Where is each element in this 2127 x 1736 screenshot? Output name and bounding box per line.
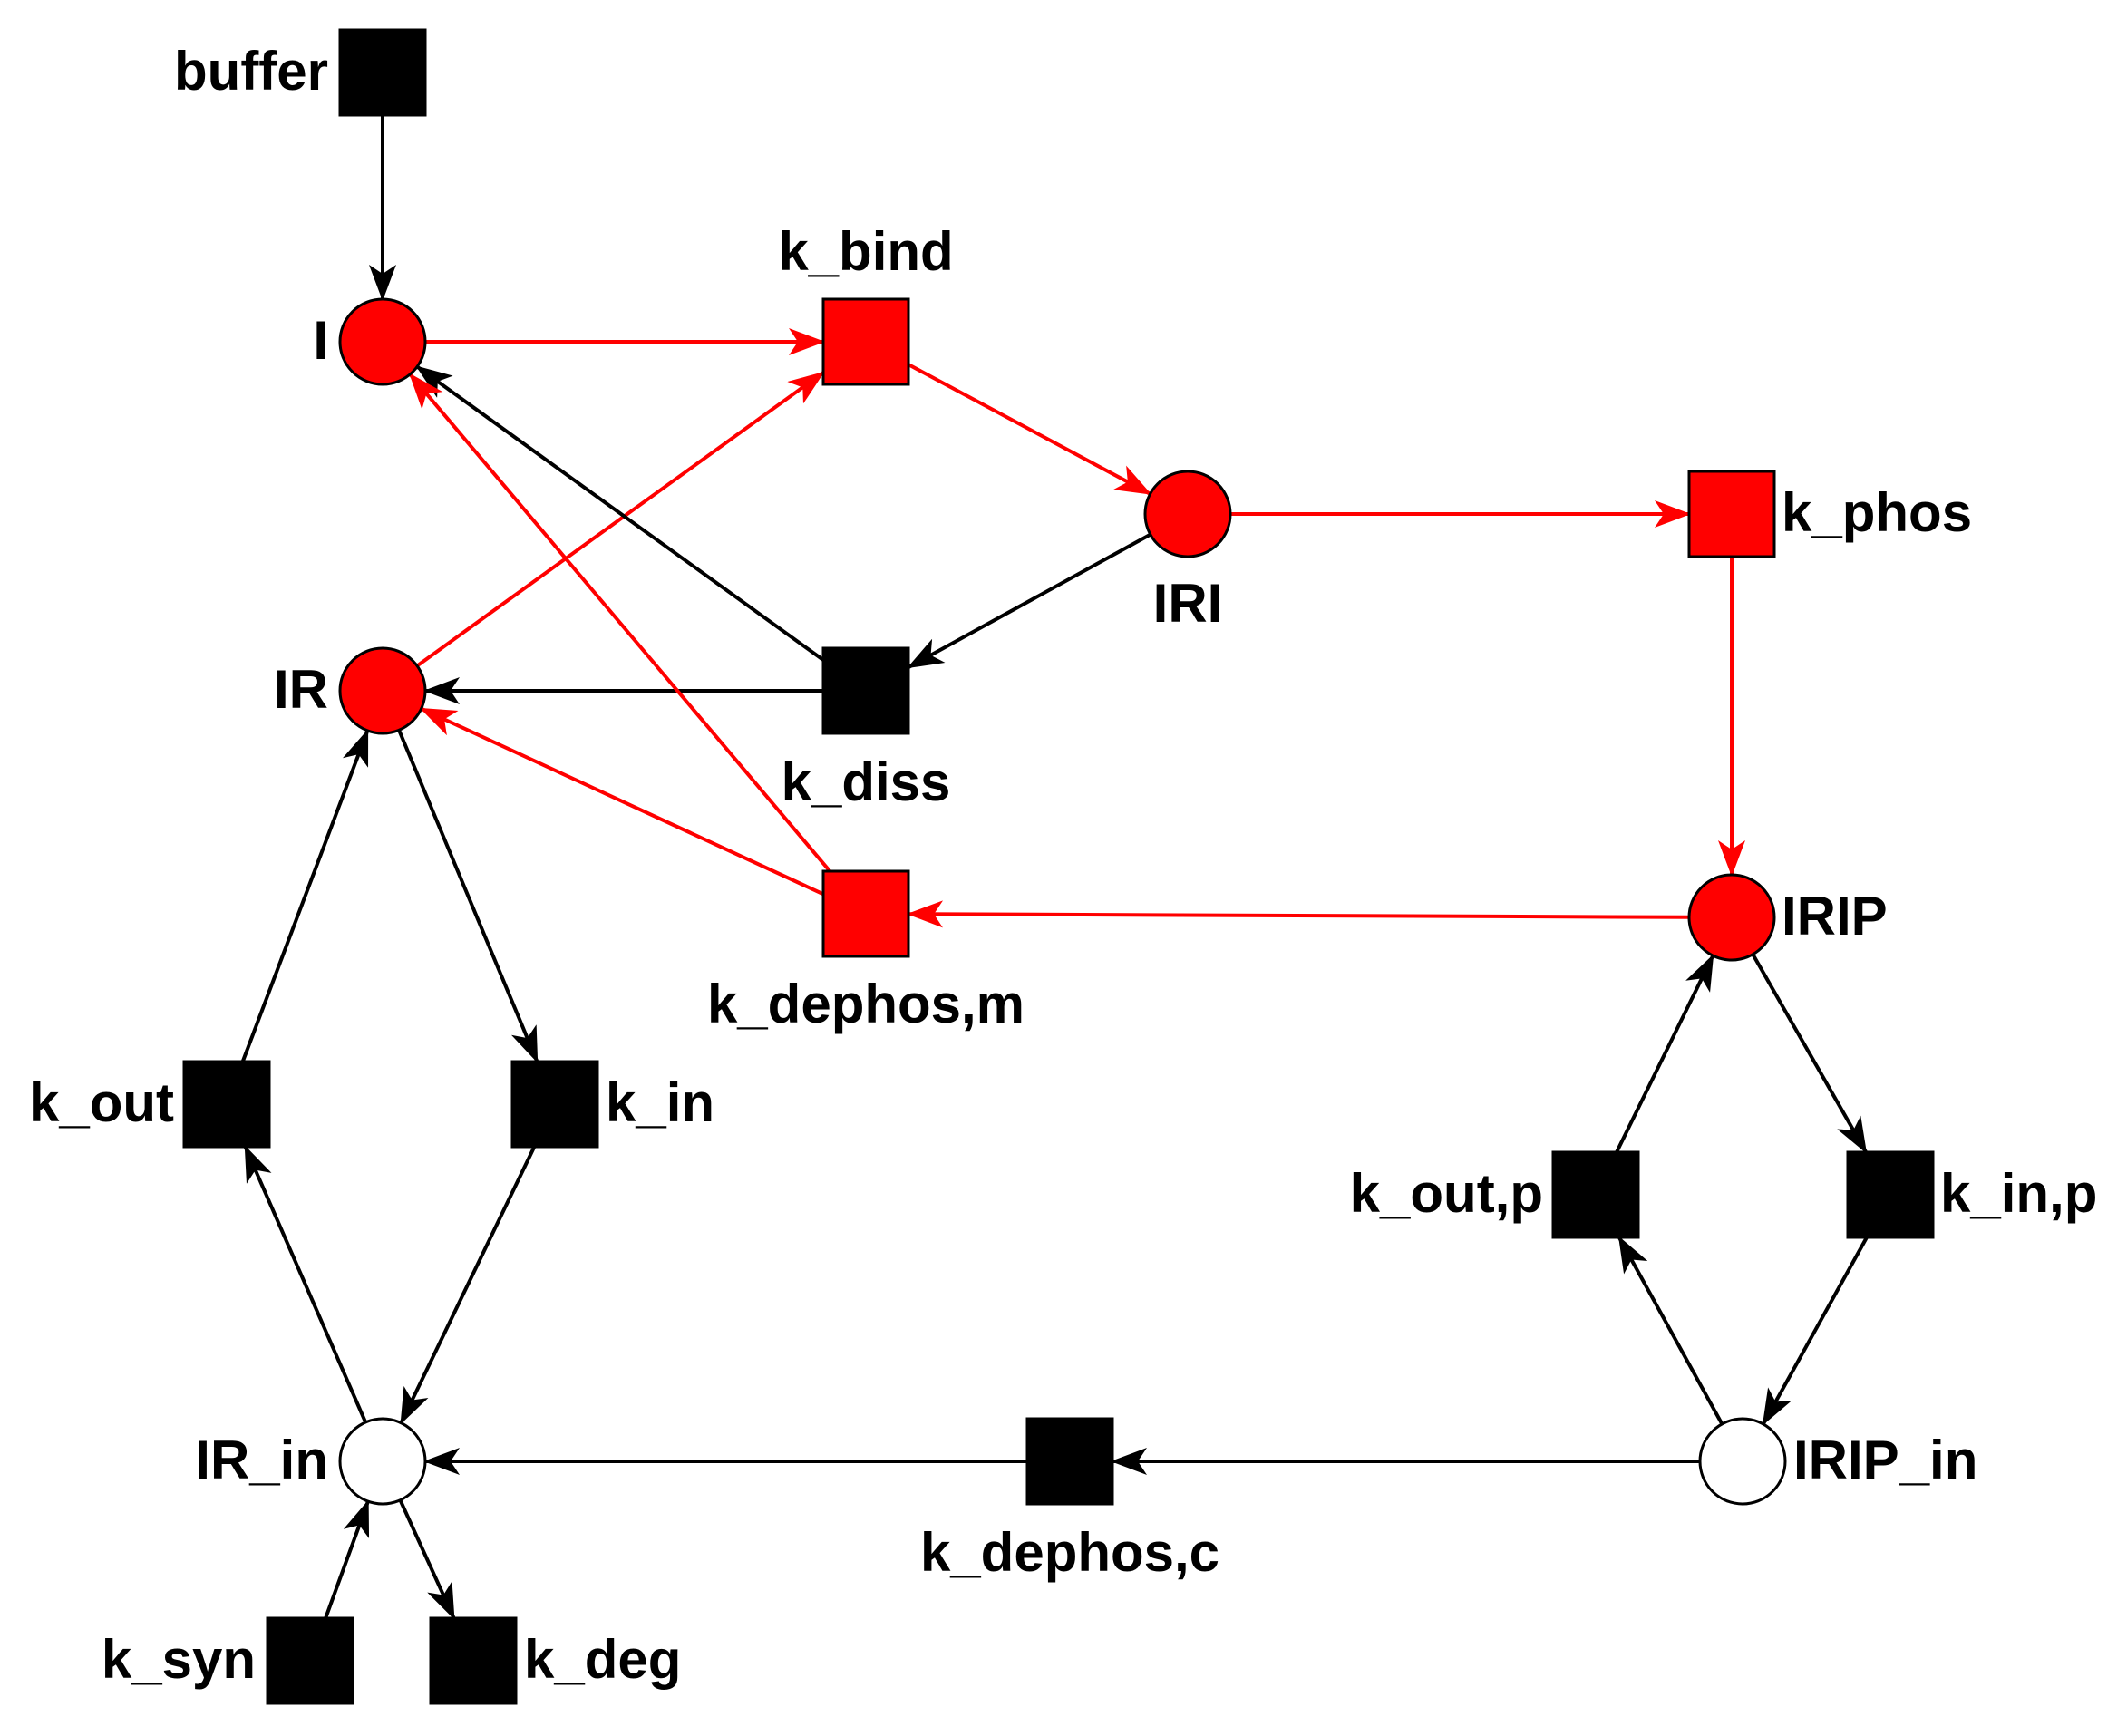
place-node-IRIP_in: [1698, 1417, 1787, 1506]
transition-node-k_bind: [821, 297, 910, 386]
arc-IR_in-to-k_deg: [398, 1498, 456, 1620]
arc-k_out-to-IR: [240, 729, 370, 1062]
transition-node-k_syn: [266, 1616, 354, 1705]
place-node-IRIP: [1687, 873, 1776, 962]
arc-k_dephos_m-to-I: [408, 373, 831, 873]
arc-k_syn-to-IR_in: [324, 1499, 370, 1619]
transition-node-k_phos: [1687, 470, 1776, 558]
place-label-IR_in: IR_in: [195, 1430, 328, 1490]
transition-node-k_out: [182, 1060, 271, 1149]
arcs: [240, 115, 1869, 1620]
place-node-I: [338, 297, 427, 386]
arc-IR-to-k_bind: [415, 371, 825, 668]
place-node-IR: [338, 646, 427, 735]
transition-node-buffer: [338, 28, 427, 117]
transition-node-k_out_p: [1551, 1150, 1640, 1239]
transition-label-k_phos: k_phos: [1782, 482, 1972, 543]
transition-node-k_in: [510, 1060, 599, 1149]
transition-label-k_out: k_out: [29, 1072, 174, 1133]
arc-k_bind-to-IRI: [908, 363, 1152, 496]
arc-IR_in-to-k_out: [243, 1145, 368, 1423]
transition-node-k_in_p: [1846, 1150, 1935, 1239]
place-label-IRIP_in: IRIP_in: [1793, 1430, 1977, 1490]
place-label-IR: IR: [274, 659, 328, 720]
transition-label-k_dephos_m: k_dephos,m: [707, 974, 1025, 1034]
transition-node-k_deg: [429, 1616, 518, 1705]
arc-IRIP-to-k_dephos_m: [907, 900, 1690, 928]
transition-label-k_in: k_in: [606, 1072, 714, 1133]
arc-k_dephos_m-to-IR: [419, 706, 824, 897]
arc-k_in_p-to-IRIP_in: [1762, 1237, 1869, 1426]
transition-node-k_dephos_m: [821, 869, 910, 958]
transition-label-k_out_p: k_out,p: [1350, 1163, 1543, 1224]
transition-label-k_diss: k_diss: [782, 752, 951, 812]
transition-label-buffer: buffer: [174, 41, 328, 102]
arc-IRI-to-k_diss: [907, 532, 1151, 669]
place-node-IRI: [1143, 470, 1232, 558]
arc-k_in-to-IR_in: [399, 1146, 537, 1425]
transition-node-k_diss: [821, 646, 910, 735]
place-node-IR_in: [338, 1417, 427, 1506]
transition-label-k_in_p: k_in,p: [1940, 1163, 2097, 1224]
transition-label-k_bind: k_bind: [778, 221, 953, 282]
arc-IRIP-to-k_in_p: [1751, 953, 1868, 1154]
transition-label-k_deg: k_deg: [524, 1629, 681, 1690]
place-label-I: I: [313, 310, 328, 371]
place-label-IRIP: IRIP: [1782, 886, 1888, 946]
place-label-IRI: IRI: [1153, 573, 1223, 634]
nodes: [182, 28, 1935, 1705]
arc-IRIP_in-to-k_out_p: [1617, 1236, 1724, 1425]
labels: I IR IRI IRIP IR_in IRIP_in buffer k_bind k_phos…: [29, 41, 2097, 1690]
transition-node-k_dephos_c: [1025, 1417, 1114, 1506]
arc-k_out_p-to-IRIP: [1615, 954, 1715, 1153]
arc-k_diss-to-I: [415, 364, 825, 662]
arc-IR-to-k_in: [397, 729, 539, 1063]
transition-label-k_syn: k_syn: [102, 1629, 256, 1690]
transition-label-k_dephos_c: k_dephos,c: [920, 1522, 1219, 1583]
